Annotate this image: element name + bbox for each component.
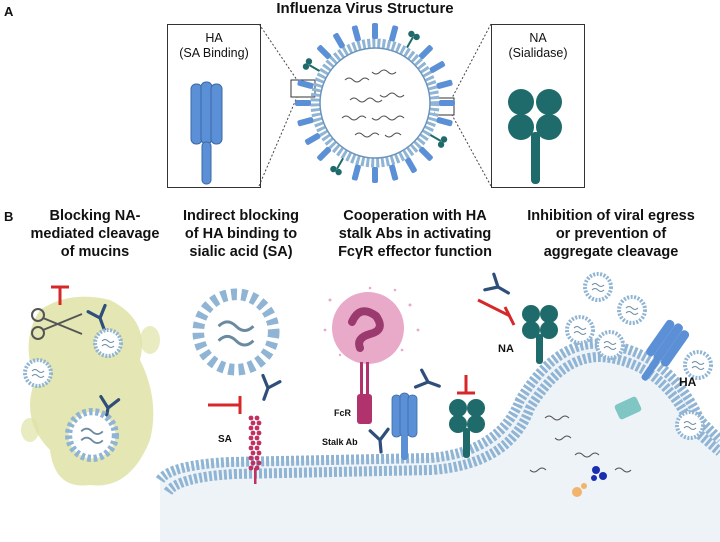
virion-icon (93, 328, 123, 358)
na-protein-egress (522, 305, 558, 364)
sialic-acid-bead (250, 450, 256, 456)
panel-a-letter: A (4, 4, 14, 19)
zoom-lines (258, 23, 492, 187)
na-protein-icon (508, 89, 562, 184)
sialic-acid-bead (248, 415, 254, 421)
virion-icon (69, 412, 116, 459)
viral-rna (529, 415, 632, 473)
sialic-acid-bead (248, 465, 254, 471)
inhibit-marker-fcr (457, 375, 475, 395)
sialic-acid-bead (256, 420, 262, 426)
ha-spike (372, 23, 378, 39)
ha-box-subtitle: (SA Binding) (179, 46, 249, 60)
antibody-icon (253, 373, 282, 404)
sialic-acid-bead (248, 435, 254, 441)
ha-spike (296, 116, 314, 127)
inhibit-marker-sa (208, 396, 242, 414)
membrane-channel (614, 396, 642, 420)
antibody-icon (483, 272, 515, 303)
ha-spike (316, 146, 332, 162)
virion-icon (583, 272, 613, 302)
ha-spike (418, 44, 434, 60)
sialic-acid-bead (254, 415, 260, 421)
ha-spike (316, 44, 332, 60)
ha-spike (351, 164, 362, 182)
inhibit-marker-egress (477, 298, 516, 326)
label-na: NA (498, 343, 514, 355)
ha-spike (372, 167, 378, 183)
ha-spike (436, 79, 454, 90)
ha-spike (418, 146, 434, 162)
virion-icon (23, 358, 53, 388)
influenza-virion (295, 23, 455, 183)
sialic-acid-bead (254, 435, 260, 441)
sialic-acid-bead (254, 445, 260, 451)
sialic-acid-bead (250, 420, 256, 426)
ha-spike (295, 100, 311, 106)
panel-a-title: Influenza Virus Structure (276, 0, 454, 17)
ha-spike (436, 116, 454, 127)
sialic-acid-bead (248, 455, 254, 461)
heading-fcr: Cooperation with HA stalk Abs in activat… (338, 208, 492, 260)
panel-b-letter: B (4, 209, 14, 224)
inhibit-marker-mucin (51, 285, 69, 305)
virion-icon (617, 295, 647, 325)
label-sa: SA (218, 434, 232, 445)
na-protein-membrane (449, 399, 485, 458)
ha-spike (388, 24, 399, 42)
antibody-icon (413, 368, 444, 397)
heading-mucin: Blocking NA- mediated cleavage of mucins (30, 208, 160, 260)
sialic-acid-bead (254, 455, 260, 461)
sialic-acid-chain (248, 415, 262, 484)
na-box-subtitle: (Sialidase) (508, 46, 568, 60)
sialic-acid-bead (256, 440, 262, 446)
ha-protein-membrane (391, 392, 418, 460)
label-ha: HA (679, 375, 697, 389)
sialic-acid-bead (256, 460, 262, 466)
na-box-title: NA (529, 31, 547, 45)
molecule-icon (572, 466, 607, 497)
na-spike (427, 129, 449, 149)
sialic-acid-bead (256, 450, 262, 456)
ha-spike (428, 60, 446, 74)
antibody-icon (368, 427, 392, 455)
heading-egress: Inhibition of viral egress or prevention… (527, 208, 695, 260)
sialic-acid-bead (256, 430, 262, 436)
virion-icon (198, 294, 273, 369)
virion-icon (595, 330, 625, 360)
ha-spike (388, 164, 399, 182)
ha-spike (351, 24, 362, 42)
sialic-acid-bead (250, 430, 256, 436)
sialic-acid-bead (248, 425, 254, 431)
heading-sa: Indirect blocking of HA binding to siali… (182, 208, 299, 260)
na-spike (329, 155, 349, 177)
sialic-acid-bead (254, 465, 260, 471)
label-stalk-ab: Stalk Ab (322, 437, 358, 447)
sialic-acid-bead (250, 440, 256, 446)
ha-spike (304, 132, 322, 146)
ha-box-title: HA (205, 31, 223, 45)
scissors-icon (31, 308, 83, 340)
ha-protein-membrane (641, 319, 690, 381)
sialic-acid-bead (248, 445, 254, 451)
immune-cell (323, 286, 420, 424)
virion-icon (565, 315, 595, 345)
ha-spike (296, 79, 314, 90)
ha-spike (404, 156, 418, 174)
sialic-acid-bead (250, 460, 256, 466)
ha-protein-icon (190, 81, 223, 185)
ha-spike (439, 100, 455, 106)
sialic-acid-bead (254, 425, 260, 431)
virion-icon (675, 410, 705, 440)
label-fcr: FcR (334, 408, 352, 418)
ha-spike (332, 32, 346, 50)
